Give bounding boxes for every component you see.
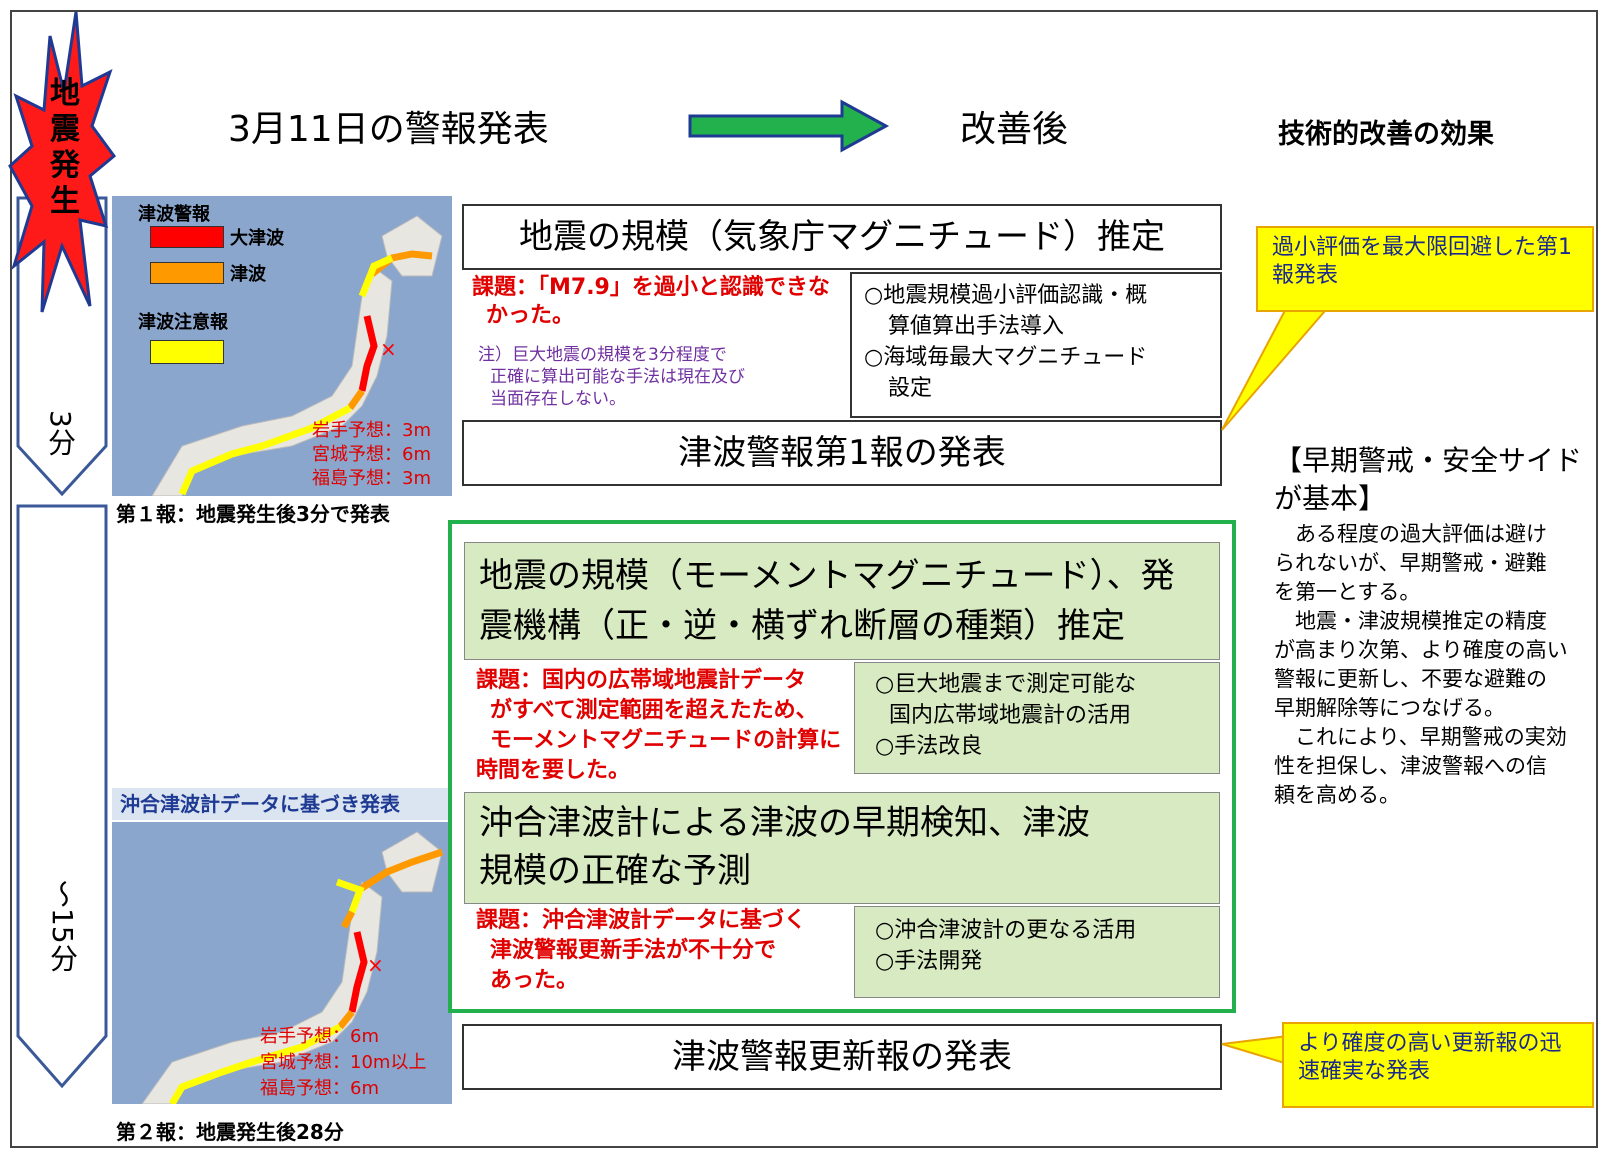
- japan-map-image-2: ×: [141, 831, 444, 1104]
- map2-header: 沖合津波計データに基づき発表: [112, 788, 452, 820]
- step2-issue: 課題：国内の広帯域地震計データ がすべて測定範囲を超えたため、 モーメントマグニ…: [476, 666, 856, 786]
- quake-badge-char: 震: [50, 112, 80, 147]
- step1-note-line: 当面存在しない。: [490, 389, 626, 409]
- legend-major-swatch: [150, 226, 224, 248]
- principle-line: 警報に更新し、不要な避難の: [1274, 667, 1547, 691]
- step2-issue-line: がすべて測定範囲を超えたため、: [490, 698, 818, 723]
- step1-issue-line: かった。: [486, 303, 575, 328]
- step2-issue-line: モーメントマグニチュードの計算に: [490, 728, 842, 753]
- header-effects: 技術的改善の効果: [1278, 119, 1494, 150]
- step3-solution-line: ○手法開発: [875, 949, 983, 974]
- step2-title-line: 地震の規模（モーメントマグニチュード）、発: [479, 556, 1175, 596]
- step3-issue-line: 津波警報更新手法が不十分で: [490, 938, 777, 963]
- step1-solution-line: ○地震規模過小評価認識・概: [864, 283, 1148, 308]
- step3-solution-line: ○沖合津波計の更なる活用: [875, 918, 1137, 943]
- principle-line: ある程度の過大評価は避け: [1274, 522, 1547, 546]
- callout-update-report: より確度の高い更新報の迅速確実な発表: [1282, 1022, 1594, 1108]
- legend-tsunami-swatch: [150, 262, 224, 284]
- step2-solution-line: ○巨大地震まで測定可能な: [875, 672, 1137, 697]
- principle-line: これにより、早期警戒の実効: [1274, 725, 1567, 749]
- timeline-3min-label: 3分: [44, 410, 77, 456]
- forecast-iwate-2: 岩手予想：6m: [260, 1026, 379, 1047]
- step2-solution-line: 国内広帯域地震計の活用: [889, 703, 1132, 728]
- step1-note-line: 正確に算出可能な手法は現在及び: [490, 367, 745, 387]
- quake-badge-char: 地: [50, 76, 80, 111]
- release1-box: 津波警報第1報の発表: [462, 420, 1222, 486]
- principle-line: 頼を高める。: [1274, 783, 1400, 807]
- step3-issue-line: あった。: [490, 968, 579, 993]
- quake-burst-icon: [8, 11, 117, 313]
- release2-box: 津波警報更新報の発表: [462, 1024, 1222, 1090]
- principle-line: 性を担保し、津波警報への信: [1274, 754, 1547, 778]
- map-second-warning: × 岩手予想：6m 宮城予想：10m以上 福島予想：6m: [112, 822, 452, 1104]
- map1-caption: 第１報：地震発生後3分で発表: [116, 502, 390, 526]
- forecast-fukushima-1: 福島予想：3m: [312, 468, 431, 489]
- legend-warning-label: 津波警報: [138, 204, 210, 225]
- step2-title-line: 震機構（正・逆・横ずれ断層の種類）推定: [479, 606, 1125, 646]
- header-improved: 改善後: [960, 109, 1069, 150]
- outer-frame: [10, 10, 1598, 1148]
- step1-solutions: ○地震規模過小評価認識・概 算値算出手法導入 ○海域毎最大マグニチュード 設定: [850, 272, 1222, 418]
- step1-issue: 課題：「M7.9」を過小と認識できな かった。: [472, 274, 832, 330]
- step1-title: 地震の規模（気象庁マグニチュード）推定: [462, 204, 1222, 270]
- step3-title-line: 規模の正確な予測: [479, 851, 751, 891]
- step1-solution-line: ○海域毎最大マグニチュード: [864, 345, 1148, 370]
- map-first-warning: × 津波警報 大津波 津波 津波注意報 岩手予想：3m 宮城予想：6m 福島予想…: [112, 196, 452, 496]
- callout2-pointer: [1221, 1034, 1289, 1066]
- timeline-15min-label: ～15分: [46, 880, 79, 972]
- legend-advisory-label: 津波注意報: [138, 312, 228, 333]
- legend-major-label: 大津波: [230, 228, 284, 249]
- forecast-fukushima-2: 福島予想：6m: [260, 1078, 379, 1099]
- svg-text:×: ×: [367, 953, 384, 977]
- step2-issue-line: 時間を要した。: [476, 758, 631, 783]
- forecast-miyagi-1: 宮城予想：6m: [312, 444, 431, 465]
- step1-solution-line: 算値算出手法導入: [888, 314, 1065, 339]
- principle-line: られないが、早期警戒・避難: [1274, 551, 1547, 575]
- forecast-miyagi-2: 宮城予想：10m以上: [260, 1052, 427, 1073]
- step3-title-line: 沖合津波計による津波の早期検知、津波: [479, 803, 1090, 843]
- principle-line: が高まり次第、より確度の高い: [1274, 638, 1568, 662]
- principle-line: を第一とする。: [1274, 580, 1421, 604]
- principle-line: 地震・津波規模推定の精度: [1274, 609, 1547, 633]
- quake-badge-text: 地 震 発 生: [45, 76, 85, 220]
- step1-solution-line: 設定: [888, 376, 933, 401]
- step1-issue-line: 課題：「M7.9」を過小と認識できな: [472, 275, 830, 300]
- step2-solutions: ○巨大地震まで測定可能な 国内広帯域地震計の活用 ○手法改良: [854, 662, 1220, 774]
- step3-solutions: ○沖合津波計の更なる活用 ○手法開発: [854, 906, 1220, 998]
- map2-caption: 第２報：地震発生後28分: [116, 1120, 344, 1144]
- principle-body: ある程度の過大評価は避け られないが、早期警戒・避難 を第一とする。 地震・津波…: [1274, 520, 1600, 810]
- principle-title-line: 【早期警戒・安全サイド: [1274, 444, 1583, 477]
- principle-title-line: が基本】: [1274, 482, 1387, 515]
- step3-issue-line: 課題：沖合津波計データに基づく: [476, 908, 807, 933]
- header-march11: 3月11日の警報発表: [228, 109, 549, 150]
- callout-first-report: 過小評価を最大限回避した第1報発表: [1256, 226, 1594, 312]
- step2-solution-line: ○手法改良: [875, 734, 983, 759]
- svg-text:×: ×: [380, 337, 397, 361]
- step3-title: 沖合津波計による津波の早期検知、津波 規模の正確な予測: [464, 792, 1220, 904]
- japan-map-image-1: ×: [151, 215, 443, 496]
- step2-title: 地震の規模（モーメントマグニチュード）、発 震機構（正・逆・横ずれ断層の種類）推…: [464, 542, 1220, 660]
- forecast-iwate-1: 岩手予想：3m: [312, 420, 431, 441]
- step1-note: 注）巨大地震の規模を3分程度で 正確に算出可能な手法は現在及び 当面存在しない。: [478, 344, 838, 410]
- principle-line: 早期解除等につなげる。: [1274, 696, 1505, 720]
- legend-advisory-swatch: [150, 340, 224, 364]
- quake-badge-char: 発: [50, 148, 80, 183]
- principle-title: 【早期警戒・安全サイド が基本】: [1274, 442, 1594, 518]
- right-arrow-icon: [688, 99, 890, 153]
- legend-tsunami-label: 津波: [230, 264, 266, 285]
- step2-issue-line: 課題：国内の広帯域地震計データ: [476, 668, 807, 693]
- step3-issue: 課題：沖合津波計データに基づく 津波警報更新手法が不十分で あった。: [476, 906, 856, 996]
- quake-badge-char: 生: [50, 184, 80, 219]
- step1-note-line: 注）巨大地震の規模を3分程度で: [478, 345, 727, 365]
